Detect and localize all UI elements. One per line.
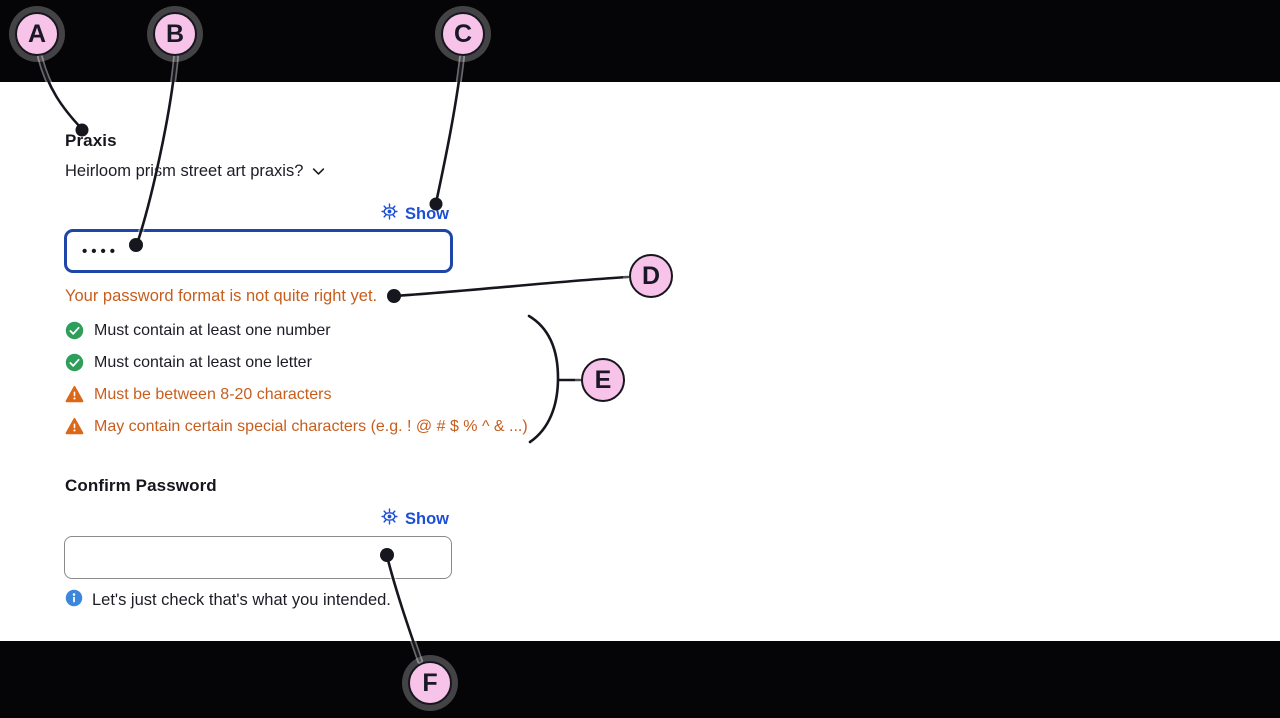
callout-circle-c: C xyxy=(441,12,485,56)
eye-icon xyxy=(381,508,398,530)
warning-triangle-icon xyxy=(65,385,84,404)
callout-letter: A xyxy=(27,19,47,48)
eye-icon xyxy=(381,203,398,225)
callout-circle-b: B xyxy=(153,12,197,56)
bottom-black-bar xyxy=(0,641,1280,718)
rule-text: May contain certain special characters (… xyxy=(94,417,528,435)
callout-letter: B xyxy=(165,19,185,48)
password-rule-row: Must contain at least one letter xyxy=(65,353,528,372)
callout-circle-e: E xyxy=(581,358,625,402)
password-rule-row: May contain certain special characters (… xyxy=(65,417,528,436)
info-circle-icon xyxy=(65,589,83,612)
top-black-bar xyxy=(0,0,1280,82)
callout-circle-a: A xyxy=(15,12,59,56)
callout-letter: F xyxy=(422,668,438,697)
confirm-password-hint: Let's just check that's what you intende… xyxy=(65,589,391,612)
callout-letter: E xyxy=(594,365,612,394)
praxis-label: Praxis xyxy=(65,131,117,150)
show-password-label: Show xyxy=(405,204,449,223)
password-rule-row: Must be between 8-20 characters xyxy=(65,385,528,404)
password-error-text: Your password format is not quite right … xyxy=(65,287,378,305)
callout-circle-d: D xyxy=(629,254,673,298)
warning-triangle-icon xyxy=(65,417,84,436)
praxis-question-text: Heirloom prism street art praxis? xyxy=(65,162,304,180)
praxis-question-toggle[interactable]: Heirloom prism street art praxis? xyxy=(65,162,325,181)
check-circle-icon xyxy=(65,353,84,372)
confirm-password-input[interactable] xyxy=(64,536,452,579)
confirm-password-label: Confirm Password xyxy=(65,476,217,495)
callout-letter: D xyxy=(641,261,661,290)
chevron-down-icon xyxy=(312,162,325,181)
confirm-hint-text: Let's just check that's what you intende… xyxy=(92,591,391,609)
callout-circle-f: F xyxy=(408,661,452,705)
show-password-button[interactable]: Show xyxy=(381,203,449,225)
callout-letter: C xyxy=(453,19,473,48)
rule-text: Must contain at least one number xyxy=(94,321,331,339)
rule-text: Must be between 8-20 characters xyxy=(94,385,332,403)
password-input[interactable] xyxy=(64,229,453,273)
password-rule-row: Must contain at least one number xyxy=(65,321,528,340)
password-rules-list: Must contain at least one number Must co… xyxy=(65,321,528,436)
show-confirm-password-label: Show xyxy=(405,509,449,528)
check-circle-icon xyxy=(65,321,84,340)
rule-text: Must contain at least one letter xyxy=(94,353,312,371)
show-confirm-password-button[interactable]: Show xyxy=(381,508,449,530)
